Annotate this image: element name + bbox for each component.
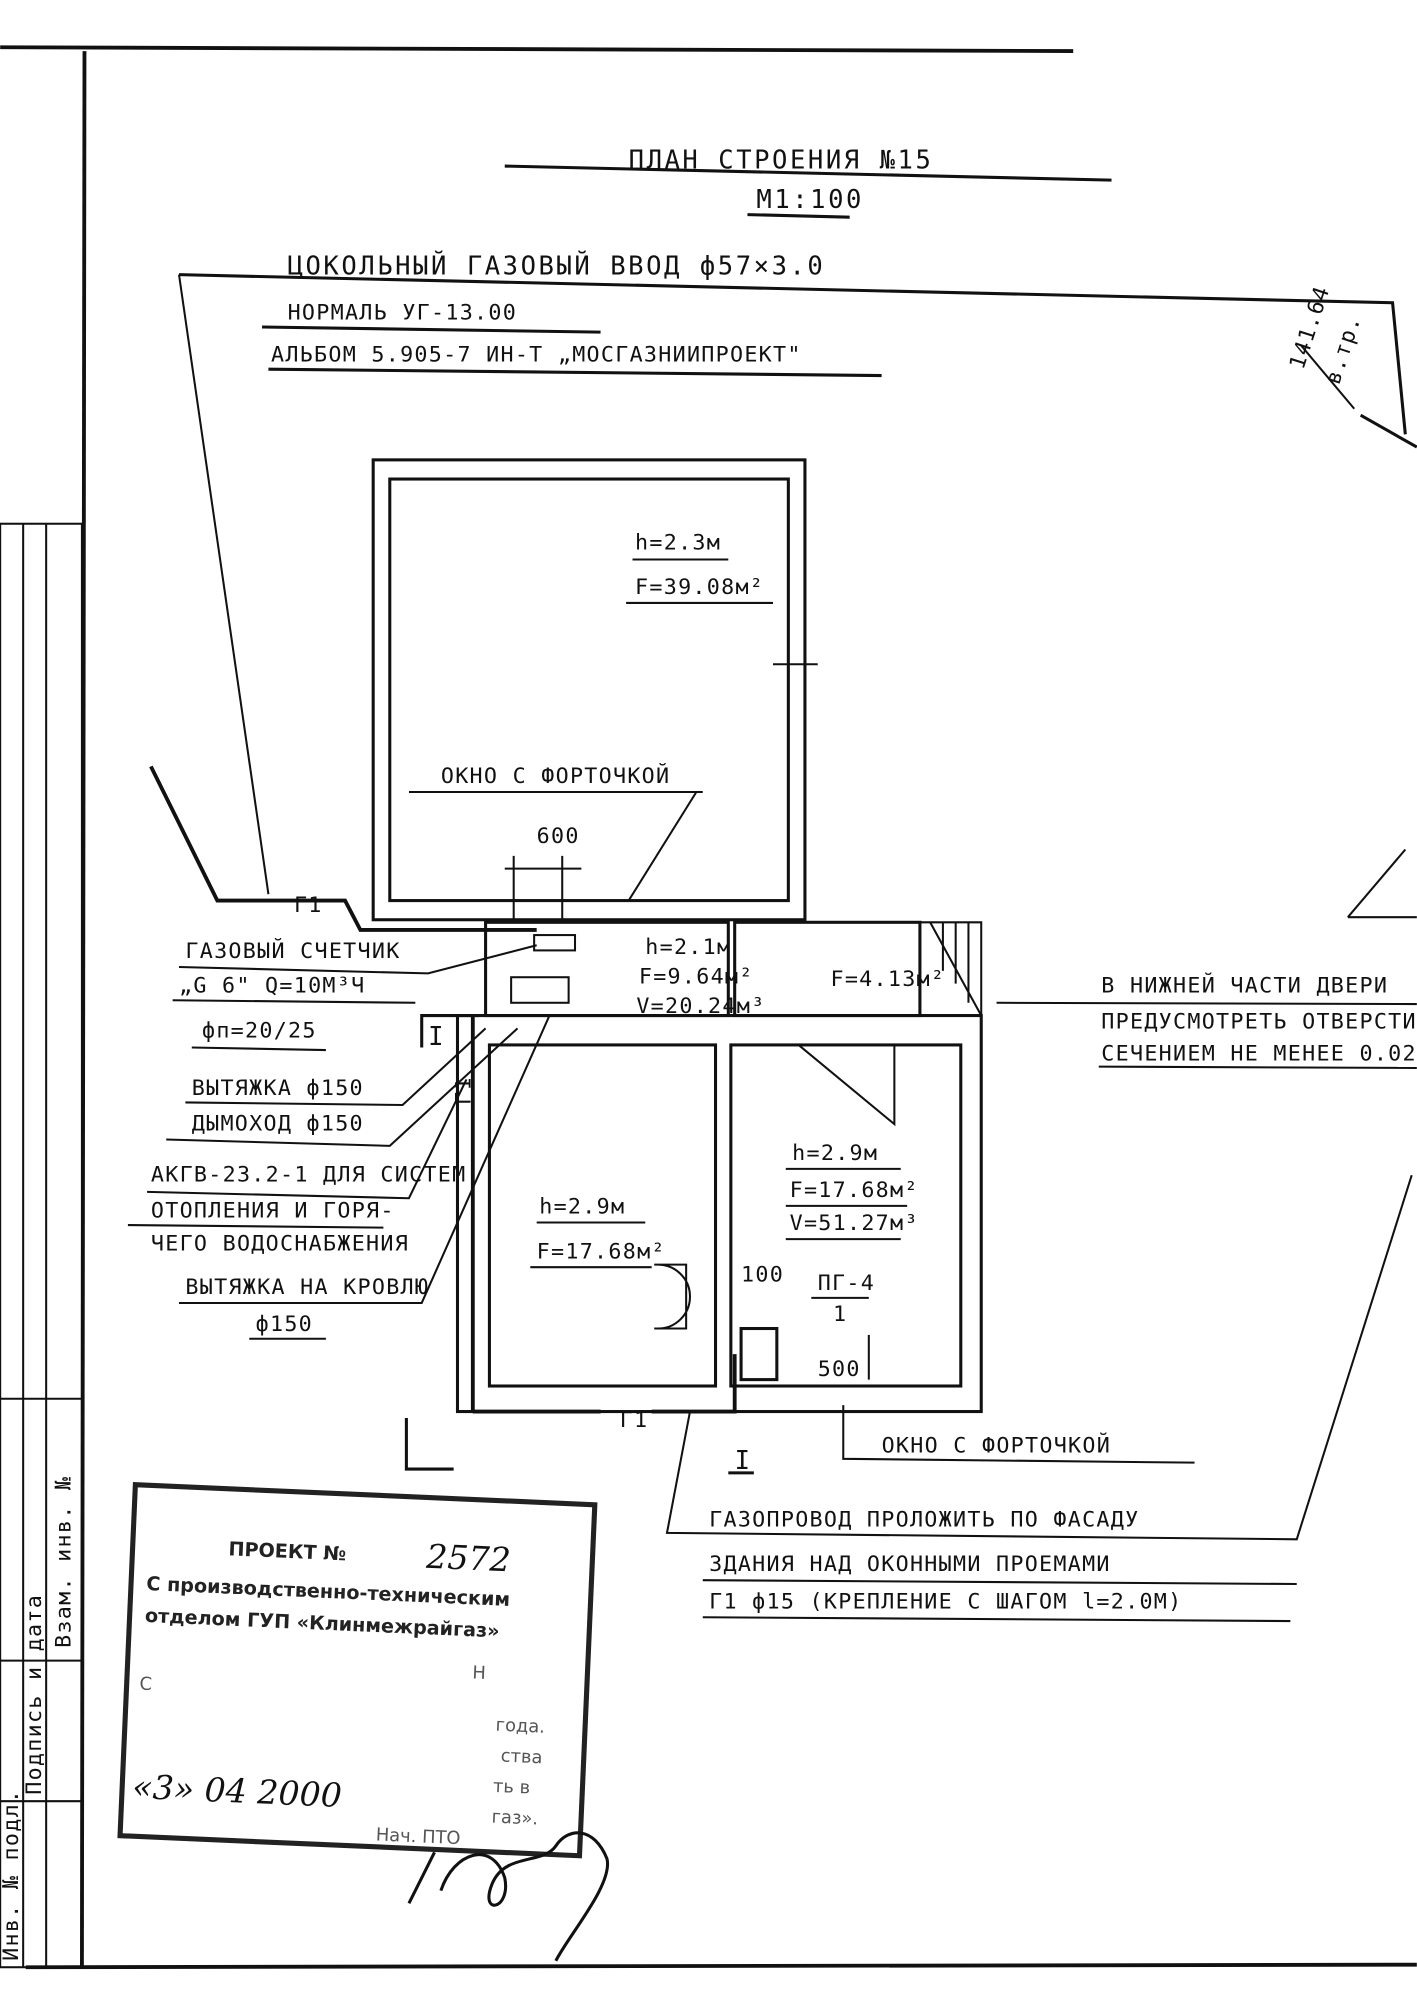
- svg-text:ПРЕДУСМОТРЕТЬ ОТВЕРСТИЕ С: ПРЕДУСМОТРЕТЬ ОТВЕРСТИЕ С: [1101, 1009, 1417, 1034]
- svg-text:h=2.9м: h=2.9м: [792, 1141, 878, 1166]
- window-note-top: ОКНО С ФОРТОЧКОЙ: [441, 763, 671, 789]
- gas-stove-icon: [739, 1326, 779, 1382]
- chimney-note: ДЫМОХОД ф150: [192, 1112, 364, 1137]
- exhaust-note: ВЫТЯЖКА ф150: [192, 1076, 364, 1101]
- svg-text:Г1: Г1: [451, 1076, 476, 1105]
- room-hall: F=4.13м²: [733, 920, 945, 1018]
- room-bottom-left: h=2.9м F=17.68м²: [487, 1043, 718, 1388]
- svg-text:фп=20/25: фп=20/25: [202, 1018, 317, 1043]
- svg-text:Н: Н: [472, 1662, 486, 1684]
- signature: [407, 1831, 610, 1962]
- room-bottom-right: h=2.9м F=17.68м² V=51.27м³ ПГ-4 1 100 50…: [729, 1043, 963, 1388]
- boiler-note: АКГВ-23.2-1 ДЛЯ СИСТЕМ: [151, 1163, 467, 1188]
- margin-replace-label: Взам. инв. №: [51, 1476, 76, 1648]
- svg-text:h=2.1м: h=2.1м: [645, 935, 731, 960]
- margin-signature-label: Подпись и дата: [22, 1594, 47, 1795]
- svg-text:h=2.3м: h=2.3м: [635, 530, 721, 555]
- svg-text:ОТОПЛЕНИЯ И ГОРЯ-: ОТОПЛЕНИЯ И ГОРЯ-: [151, 1198, 395, 1223]
- svg-text:500: 500: [818, 1357, 861, 1382]
- svg-text:F=9.64м²: F=9.64м²: [639, 965, 754, 990]
- dim-600: 600: [537, 824, 580, 849]
- svg-text:Г1: Г1: [294, 893, 323, 918]
- svg-text:ЧЕГО ВОДОСНАБЖЕНИЯ: ЧЕГО ВОДОСНАБЖЕНИЯ: [151, 1232, 409, 1257]
- margin-inv-label: Инв. № подл.: [0, 1789, 24, 1961]
- room-kitchen: h=2.1м F=9.64м² V=20.24м³: [484, 920, 764, 1019]
- sheet-frame: [0, 45, 1417, 1970]
- svg-text:Г1 ф15 (КРЕПЛЕНИЕ С ШАГОМ l=2.: Г1 ф15 (КРЕПЛЕНИЕ С ШАГОМ l=2.0М): [709, 1589, 1182, 1614]
- margin-labels: Инв. № подл. Подпись и дата Взам. инв. №: [0, 1476, 76, 1961]
- stamp-number: 2572: [424, 1537, 511, 1580]
- svg-text:h=2.9м: h=2.9м: [539, 1195, 625, 1220]
- pipe-note: ГАЗОПРОВОД ПРОЛОЖИТЬ ПО ФАСАДУ: [709, 1508, 1139, 1533]
- stamp-title: ПРОЕКТ №: [228, 1537, 347, 1565]
- svg-text:Г1: Г1: [620, 1408, 649, 1433]
- svg-text:ф150: ф150: [256, 1312, 313, 1337]
- svg-text:„G 6" Q=10М³Ч: „G 6" Q=10М³Ч: [179, 974, 365, 999]
- approval-stamp: ПРОЕКТ № 2572 С производственно-техничес…: [117, 1482, 598, 1859]
- window-note-bottom: ОКНО С ФОРТОЧКОЙ: [882, 1432, 1112, 1458]
- svg-text:F=4.13м²: F=4.13м²: [830, 967, 945, 992]
- gas-meter-note: ГАЗОВЫЙ СЧЕТЧИК: [185, 938, 400, 964]
- stamp-date: «3» 04 2000: [132, 1767, 343, 1815]
- album-note: АЛЬБОМ 5.905-7 ИН-Т „МОСГАЗНИИПРОЕКТ": [271, 343, 802, 368]
- svg-text:1: 1: [833, 1302, 847, 1327]
- svg-text:газ».: газ».: [491, 1806, 538, 1829]
- svg-text:года.: года.: [495, 1715, 545, 1738]
- svg-text:ЗДАНИЯ НАД ОКОННЫМИ ПРОЕМАМИ: ЗДАНИЯ НАД ОКОННЫМИ ПРОЕМАМИ: [709, 1552, 1111, 1577]
- svg-text:С: С: [139, 1673, 152, 1695]
- door-vent-note: В НИЖНЕЙ ЧАСТИ ДВЕРИ: [1101, 973, 1388, 999]
- roof-exhaust-note: ВЫТЯЖКА НА КРОВЛЮ: [185, 1275, 429, 1300]
- svg-text:100: 100: [741, 1262, 784, 1287]
- room-living-top: h=2.3м F=39.08м²: [371, 458, 818, 922]
- section-mark-top: I: [428, 1022, 446, 1052]
- svg-text:СЕЧЕНИЕМ НЕ МЕНЕЕ 0.02м: СЕЧЕНИЕМ НЕ МЕНЕЕ 0.02м: [1101, 1041, 1417, 1066]
- plan-scale: М1:100: [756, 185, 864, 215]
- svg-text:С производственно-техническим: С производственно-техническим: [146, 1572, 511, 1611]
- stairs: [919, 921, 983, 1017]
- svg-text:F=17.68м²: F=17.68м²: [790, 1178, 919, 1203]
- svg-text:ства: ства: [500, 1746, 543, 1769]
- normal-note: НОРМАЛЬ УГ-13.00: [288, 300, 518, 325]
- svg-text:F=39.08м²: F=39.08м²: [635, 575, 764, 600]
- svg-text:V=51.27м³: V=51.27м³: [790, 1211, 919, 1236]
- svg-text:Нач. ПТО: Нач. ПТО: [375, 1824, 461, 1849]
- section-mark-bottom: I: [735, 1446, 753, 1476]
- svg-text:ть в: ть в: [493, 1776, 531, 1799]
- stove-label: ПГ-4: [818, 1271, 875, 1296]
- svg-text:отделом ГУП «Клинмежрайгаз»: отделом ГУП «Клинмежрайгаз»: [145, 1604, 501, 1642]
- svg-text:F=17.68м²: F=17.68м²: [537, 1239, 666, 1264]
- gas-input-note: ЦОКОЛЬНЫЙ ГАЗОВЫЙ ВВОД ф57×3.0: [288, 252, 826, 282]
